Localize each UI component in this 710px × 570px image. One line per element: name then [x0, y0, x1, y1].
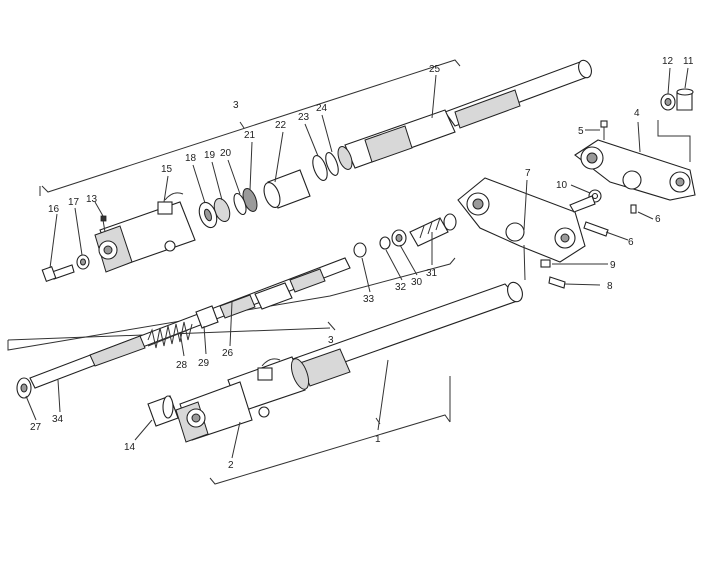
callout-30: 30 [411, 277, 423, 288]
spring [147, 321, 193, 349]
callout-34: 34 [52, 414, 64, 425]
callout-27: 27 [30, 422, 42, 433]
callout-11: 11 [683, 56, 694, 67]
leader-lines [25, 67, 689, 459]
callout-33: 33 [363, 294, 375, 305]
callout-15: 15 [161, 164, 173, 175]
callout-28: 28 [176, 360, 188, 371]
callout-1: 1 [375, 434, 381, 445]
callout-5: 5 [578, 126, 584, 137]
callout-4: 4 [634, 108, 640, 119]
callout-32: 32 [395, 282, 407, 293]
callout-22: 22 [275, 120, 287, 131]
outer-tube-assembly [147, 281, 523, 443]
callout-3-upper: 3 [233, 100, 239, 111]
callouts: 1 2 3 3 4 5 6 6 7 8 9 10 11 12 13 14 15 … [30, 56, 694, 471]
upper-group-bracket [39, 59, 461, 196]
callout-19: 19 [204, 150, 216, 161]
callout-6-upper: 6 [655, 214, 661, 225]
callout-20: 20 [220, 148, 232, 159]
callout-7: 7 [525, 168, 531, 179]
callout-25: 25 [429, 64, 441, 75]
callout-26: 26 [222, 348, 234, 359]
upper-triple-clamp [569, 88, 696, 214]
callout-10: 10 [556, 180, 568, 191]
callout-17: 17 [68, 197, 80, 208]
upper-cartridge-assembly [41, 59, 592, 283]
callout-31: 31 [426, 268, 438, 279]
callout-14: 14 [124, 442, 136, 453]
damper-rod-assembly [16, 213, 457, 399]
callout-16: 16 [48, 204, 60, 215]
lower-triple-clamp [457, 177, 609, 289]
callout-29: 29 [198, 358, 210, 369]
callout-13: 13 [86, 194, 98, 205]
callout-12: 12 [662, 56, 674, 67]
callout-6-lower: 6 [628, 237, 634, 248]
callout-3-middle: 3 [328, 335, 334, 346]
callout-24: 24 [316, 103, 328, 114]
callout-9: 9 [610, 260, 616, 271]
callout-8: 8 [607, 281, 613, 292]
callout-18: 18 [185, 153, 197, 164]
callout-2: 2 [228, 460, 234, 471]
callout-23: 23 [298, 112, 310, 123]
callout-21: 21 [244, 130, 256, 141]
